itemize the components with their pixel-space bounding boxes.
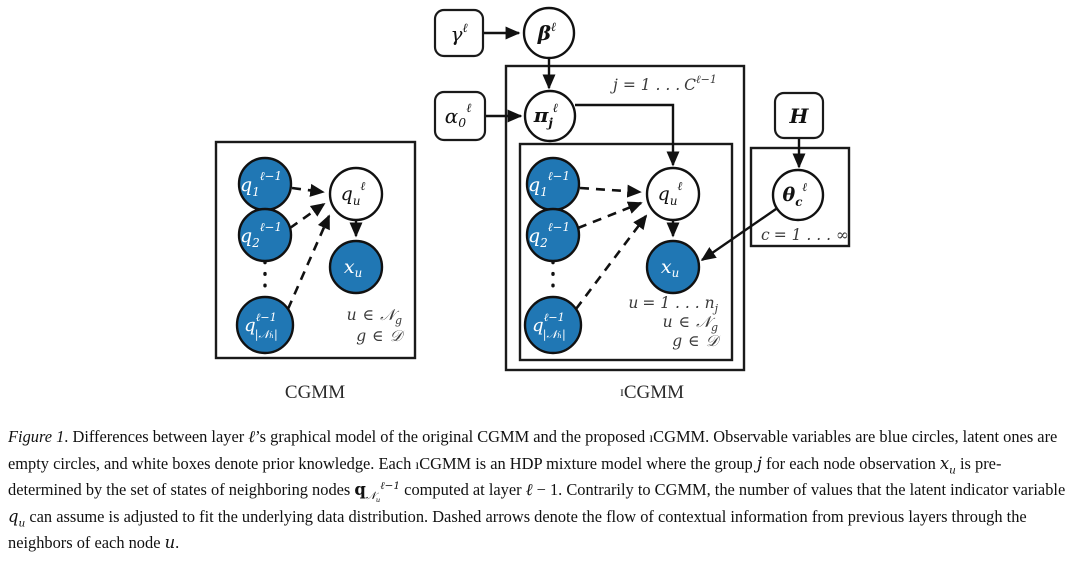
theta-plate-label: c= 1 . . . ∞ bbox=[761, 226, 849, 244]
edge-cgmm-q1-to-qu bbox=[291, 183, 325, 197]
edge-pi-to-qu bbox=[575, 103, 680, 167]
edge-cgmm-q2-to-qu bbox=[289, 202, 326, 230]
cgmm-title-text: CGMM bbox=[285, 382, 345, 403]
cgmm-qu-node: quℓ bbox=[328, 166, 384, 222]
alpha0-prior-rect bbox=[433, 90, 487, 142]
icgmm-xu-node: xu bbox=[645, 239, 701, 295]
beta-node: βℓ bbox=[522, 6, 576, 60]
icgmm-q1-prev-node: q1ℓ−1 bbox=[525, 156, 581, 212]
figure-caption-body: . Differences between layer ℓ’s graphica… bbox=[8, 427, 1066, 553]
icgmm-xu-circle bbox=[645, 239, 701, 295]
icgmm-outer-plate-label: j= 1 . . .Cℓ−1 bbox=[610, 73, 717, 95]
icgmm-qN-prev-label: qℓ−1|𝒩ₕ| bbox=[532, 311, 566, 341]
cgmm-xu-circle bbox=[328, 239, 384, 295]
cgmm-qN-prev-circle bbox=[235, 295, 295, 355]
edge-theta-to-xu bbox=[700, 208, 777, 261]
cgmm-q1-prev-node: q1ℓ−1 bbox=[237, 156, 293, 212]
pi-node-circle bbox=[523, 89, 577, 143]
cgmm-qN-prev-node: qℓ−1|𝒩ₕ| bbox=[235, 295, 295, 355]
icgmm-note-g-in-D: g∈𝒟 bbox=[672, 332, 720, 350]
figure-caption: Figure 1. Differences between layer ℓ’s … bbox=[8, 424, 1072, 557]
graphical-model-svg: γℓ α0ℓ H βℓ bbox=[214, 6, 851, 403]
pi-node: πjℓ bbox=[523, 89, 577, 143]
gamma-prior-label: γℓ bbox=[450, 20, 467, 47]
icgmm-q1-prev-label: q1ℓ−1 bbox=[528, 169, 570, 199]
gamma-prior-rect bbox=[433, 8, 485, 58]
icgmm-qu-label: quℓ bbox=[658, 179, 683, 208]
cgmm-note-g-in-D: g∈𝒟 bbox=[356, 327, 404, 345]
cgmm-xu-label: xu bbox=[344, 256, 362, 280]
theta-node-label: θcℓ bbox=[783, 180, 808, 209]
cgmm-q2-prev-node: q2ℓ−1 bbox=[237, 207, 293, 263]
gamma-prior-box: γℓ bbox=[433, 8, 485, 58]
theta-node: θcℓ bbox=[771, 168, 825, 222]
cgmm-xu-node: xu bbox=[328, 239, 384, 295]
edge-cgmm-qN-to-qu bbox=[286, 214, 331, 310]
edge-icgmm-q2-to-qu bbox=[577, 201, 643, 230]
icgmm-title-text: CGMM bbox=[624, 382, 684, 403]
alpha0-prior-label: α0ℓ bbox=[445, 100, 472, 130]
edge-icgmm-qN-to-qu bbox=[574, 214, 648, 310]
pi-node-label: πjℓ bbox=[533, 100, 558, 130]
cgmm-q1-prev-label: q1ℓ−1 bbox=[240, 169, 282, 199]
icgmm-title: ɪCGMM bbox=[620, 382, 684, 403]
icgmm-note-u-range: u= 1 . . . nj bbox=[628, 294, 718, 315]
icgmm-qu-node: quℓ bbox=[645, 166, 701, 222]
beta-node-label: βℓ bbox=[537, 19, 557, 46]
icgmm-title-prefix: ɪ bbox=[620, 384, 624, 400]
H-prior-box: H bbox=[773, 91, 825, 140]
H-prior-label: H bbox=[789, 104, 810, 128]
cgmm-qu-label: quℓ bbox=[341, 179, 366, 208]
figure-number: Figure 1 bbox=[8, 427, 65, 446]
H-prior-rect bbox=[773, 91, 825, 140]
cgmm-title: CGMM bbox=[285, 382, 345, 403]
theta-node-circle bbox=[771, 168, 825, 222]
icgmm-q2-prev-node: q2ℓ−1 bbox=[525, 207, 581, 263]
icgmm-xu-label: xu bbox=[661, 256, 679, 280]
alpha0-prior-box: α0ℓ bbox=[433, 90, 487, 142]
cgmm-qN-prev-label: qℓ−1|𝒩ₕ| bbox=[244, 311, 278, 341]
icgmm-qN-prev-node: qℓ−1|𝒩ₕ| bbox=[523, 295, 583, 355]
cgmm-q2-prev-label: q2ℓ−1 bbox=[240, 220, 282, 250]
edge-icgmm-q1-to-qu bbox=[579, 184, 642, 198]
icgmm-q2-prev-label: q2ℓ−1 bbox=[528, 220, 570, 250]
icgmm-qN-prev-circle bbox=[523, 295, 583, 355]
diagram-layer: γℓ α0ℓ H βℓ bbox=[214, 6, 851, 403]
